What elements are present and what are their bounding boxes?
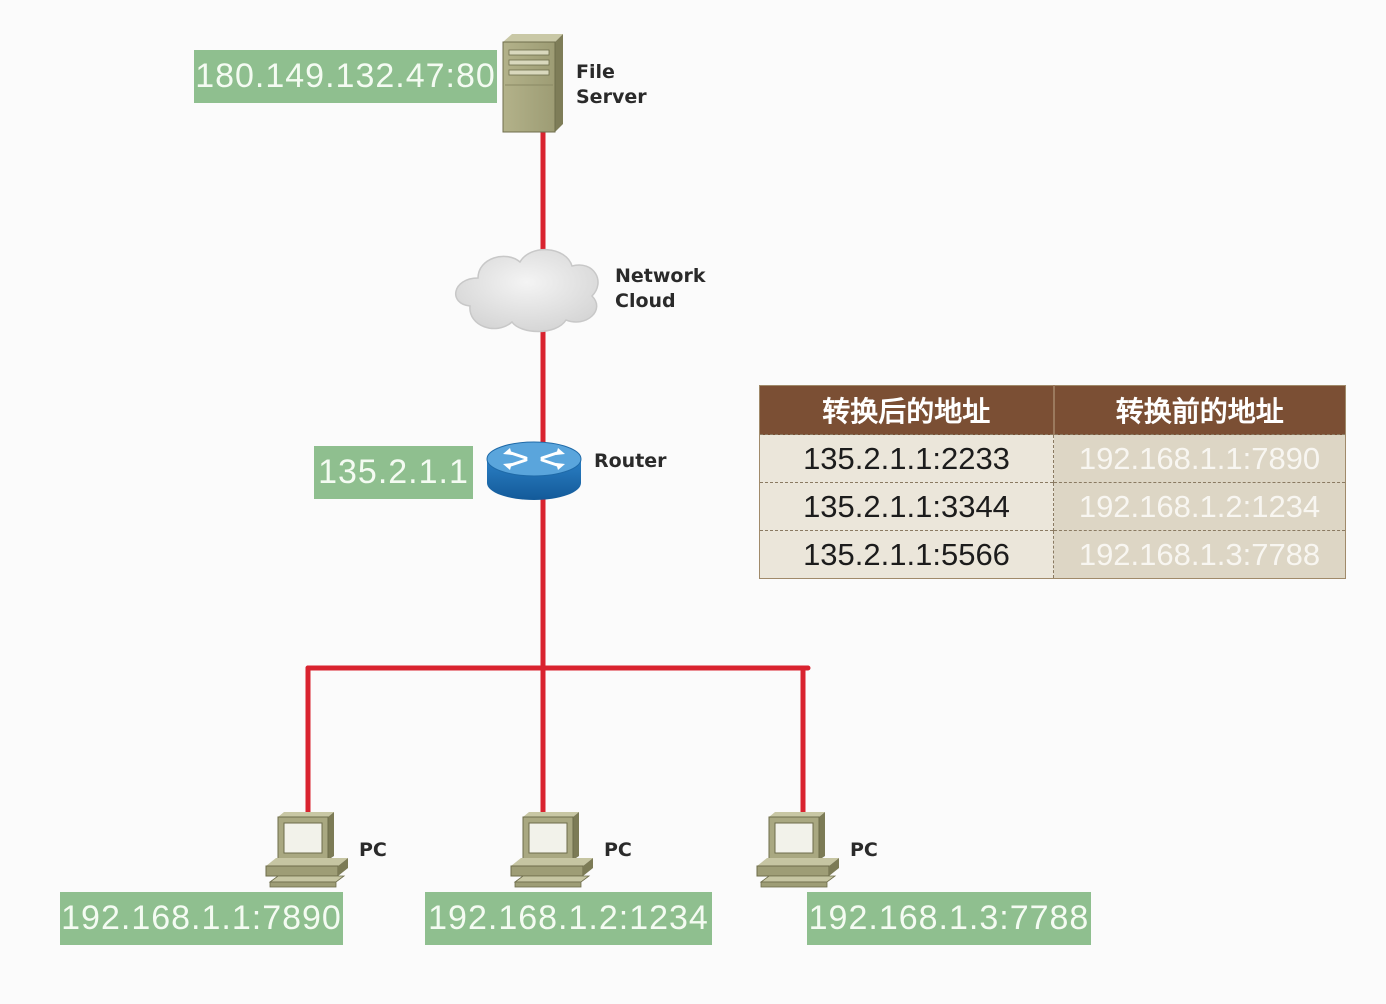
- pc-address: 192.168.1.1:7890: [60, 892, 343, 945]
- translated-address-cell: 135.2.1.1:2233: [759, 434, 1054, 483]
- pc-label: PC: [359, 839, 387, 861]
- pc-label: PC: [604, 839, 632, 861]
- pc-icon: [510, 812, 593, 888]
- pc-label: PC: [850, 839, 878, 861]
- network-cloud-label: Network Cloud: [615, 265, 706, 312]
- file-server-address: 180.149.132.47:80: [194, 50, 497, 103]
- pc-address: 192.168.1.2:1234: [425, 892, 712, 945]
- translated-address-cell: 135.2.1.1:3344: [759, 482, 1054, 531]
- table-row: 135.2.1.1:2233 192.168.1.1:7890: [759, 434, 1346, 483]
- router-label: Router: [594, 450, 667, 472]
- server-icon: [502, 34, 563, 133]
- pc-address: 192.168.1.3:7788: [807, 892, 1091, 945]
- router-address: 135.2.1.1: [314, 446, 473, 499]
- table-row: 135.2.1.1:5566 192.168.1.3:7788: [759, 530, 1346, 579]
- original-address-cell: 192.168.1.3:7788: [1053, 530, 1346, 579]
- nat-translation-table: 转换后的地址 转换前的地址 135.2.1.1:2233 192.168.1.1…: [759, 385, 1346, 579]
- cloud-icon: [454, 248, 599, 333]
- column-header-original: 转换前的地址: [1052, 385, 1346, 435]
- pc-icon: [265, 812, 348, 888]
- column-header-translated: 转换后的地址: [759, 385, 1054, 435]
- original-address-cell: 192.168.1.1:7890: [1053, 434, 1346, 483]
- router-icon: [486, 441, 582, 500]
- network-links: [305, 127, 811, 821]
- original-address-cell: 192.168.1.2:1234: [1053, 482, 1346, 531]
- table-header-row: 转换后的地址 转换前的地址: [759, 385, 1346, 435]
- table-row: 135.2.1.1:3344 192.168.1.2:1234: [759, 482, 1346, 531]
- file-server-label: File Server: [576, 61, 647, 108]
- pc-icon: [756, 812, 839, 888]
- translated-address-cell: 135.2.1.1:5566: [759, 530, 1054, 579]
